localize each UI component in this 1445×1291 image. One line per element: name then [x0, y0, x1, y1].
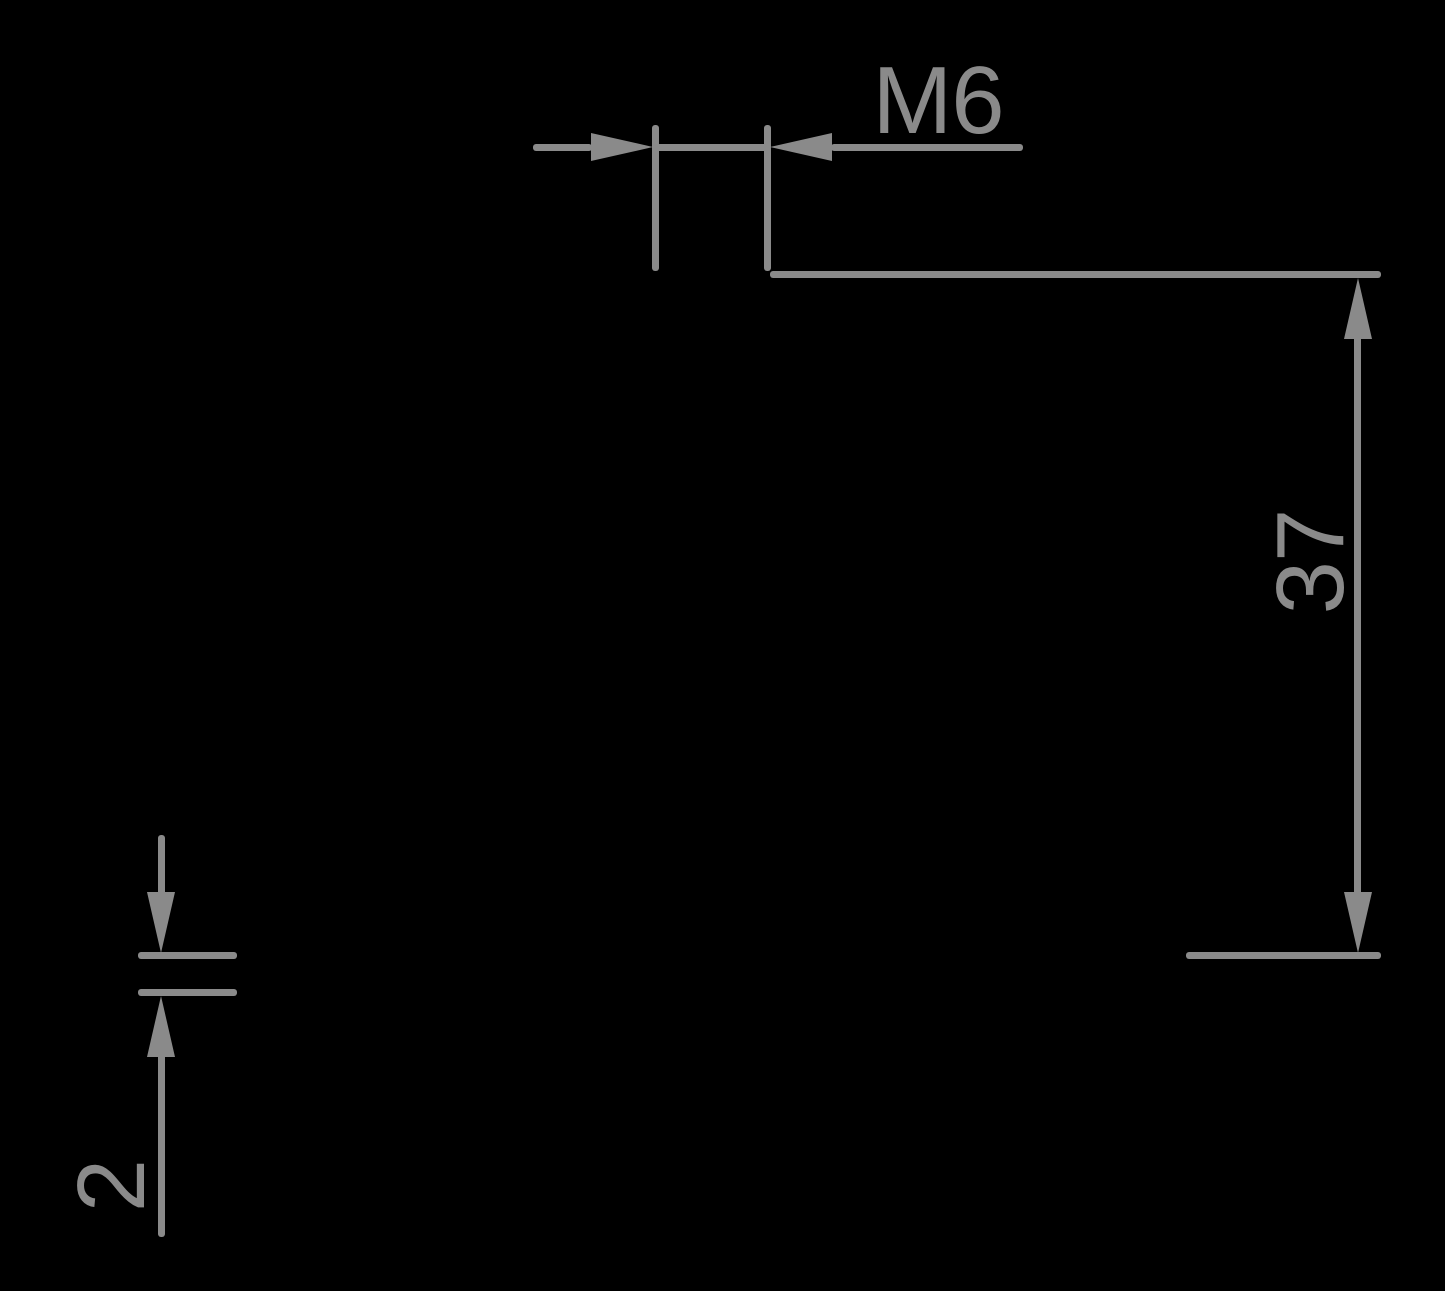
m6-extension-line-right: [764, 125, 771, 271]
dim37-bottom-extension-line: [1186, 952, 1381, 959]
dimension-label-thread: M6: [872, 47, 1004, 154]
arrow-down-icon: [147, 892, 175, 953]
m6-dim-line-center: [652, 144, 771, 151]
m6-dim-line-left-tail: [533, 144, 592, 151]
dimension-label-length: 37: [1257, 509, 1364, 615]
m6-extension-line-left: [652, 125, 659, 271]
dim2-tick-lower: [138, 989, 237, 996]
dim2-lower-leader-line: [158, 1050, 165, 1237]
arrow-down-icon: [1344, 892, 1372, 953]
dim2-tick-upper: [138, 952, 237, 959]
dimension-label-thickness: 2: [58, 1159, 165, 1213]
m6-dim-line-right-tail: [831, 144, 1023, 151]
arrow-up-icon: [147, 996, 175, 1057]
dim2-upper-leader-line: [158, 835, 165, 900]
arrow-right-icon: [591, 133, 653, 161]
arrow-left-icon: [770, 133, 832, 161]
dim37-dim-line: [1354, 310, 1361, 930]
dim37-top-extension-line: [770, 271, 1381, 278]
